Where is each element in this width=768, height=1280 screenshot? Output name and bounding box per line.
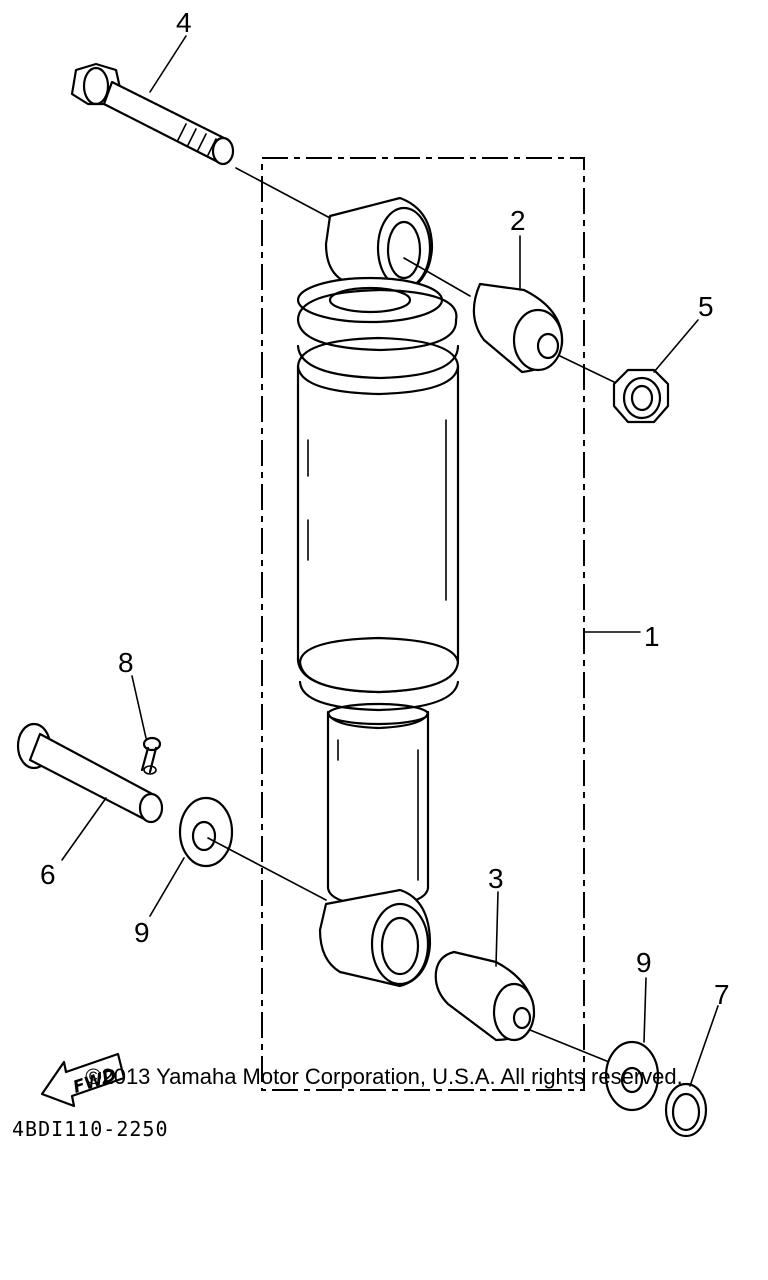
part-2-upper-collar [472, 282, 564, 374]
part-9-washer-left [178, 796, 234, 868]
part-4-upper-bolt [70, 62, 235, 166]
callout-9-right: 9 [636, 947, 652, 978]
part-7-washer [664, 1082, 708, 1138]
callout-1: 1 [644, 621, 660, 652]
callout-4: 4 [176, 7, 192, 38]
callout-8: 8 [118, 647, 134, 678]
copyright-notice: ©2013 Yamaha Motor Corporation, U.S.A. A… [85, 1064, 683, 1089]
part-1-shock-absorber [296, 196, 460, 988]
assembly-boundary [261, 157, 585, 1091]
part-9-washer-right [604, 1040, 660, 1112]
callout-2: 2 [510, 205, 526, 236]
diagram-code: 4BDI110-2250 [12, 1117, 169, 1141]
callout-9-left: 9 [134, 917, 150, 948]
callout-3: 3 [488, 863, 504, 894]
callout-7: 7 [714, 979, 730, 1010]
part-5-nut [612, 368, 670, 424]
callout-5: 5 [698, 291, 714, 322]
part-8-cotter-pin [140, 736, 162, 774]
part-6-lower-bolt [16, 722, 164, 824]
part-3-lower-collar [434, 950, 536, 1042]
callout-6: 6 [40, 859, 56, 890]
